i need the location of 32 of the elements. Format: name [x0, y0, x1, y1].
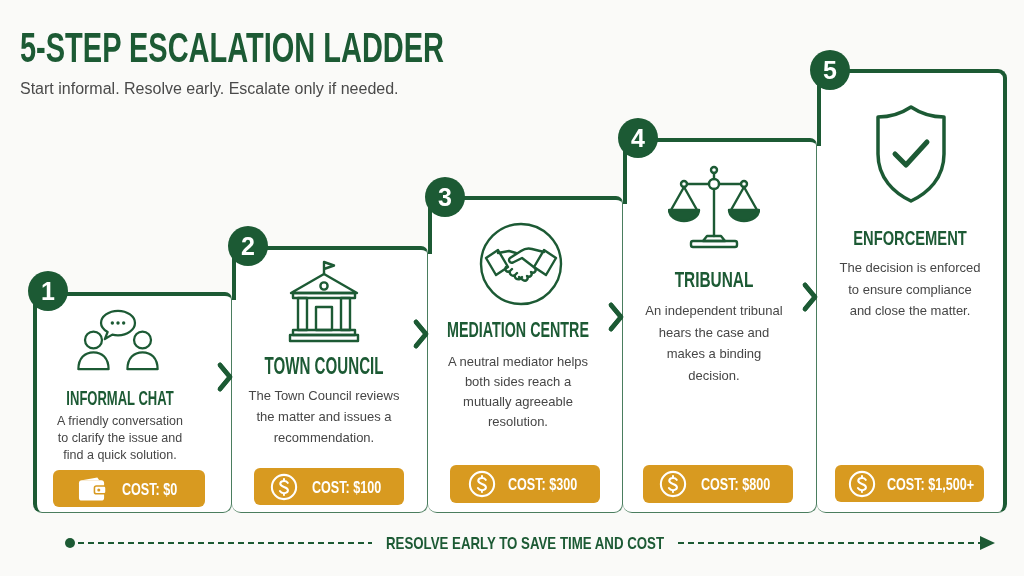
- step-title: INFORMAL CHAT: [66, 387, 174, 408]
- subtitle: Start informal. Resolve early. Escalate only if needed.: [20, 79, 399, 99]
- step-description: An independent tribunal hears the case and makes a binding decision.: [644, 302, 784, 385]
- cost-tag: [450, 465, 600, 503]
- cost-tag: [835, 465, 984, 502]
- step-title: ENFORCEMENT: [853, 227, 967, 248]
- step-description: The Town Council reviews the matter and issues a recommendation.: [247, 387, 401, 447]
- chevron-arrow: [608, 302, 624, 332]
- cost-label: COST: $1,500+: [887, 475, 975, 492]
- step-description: The decision is enforced to ensure compliance and close the matter.: [838, 259, 982, 320]
- step-number: 1: [28, 271, 68, 311]
- cost-tag: [53, 470, 205, 507]
- chevron-arrow: [802, 282, 818, 312]
- cost-label: COST: $300: [508, 475, 578, 493]
- step-number: 2: [228, 226, 268, 266]
- step-number: 5: [810, 50, 850, 90]
- cost-tag: [643, 465, 793, 503]
- footer-note: RESOLVE EARLY TO SAVE TIME AND COST: [386, 535, 664, 552]
- title: 5-STEP ESCALATION LADDER: [20, 27, 444, 69]
- step-title: TRIBUNAL: [674, 269, 754, 291]
- cost-label: COST: $100: [312, 478, 382, 495]
- chevron-arrow: [413, 319, 429, 349]
- step-description: A neutral mediator helps both sides reach a mutually agreeable resolution.: [446, 353, 590, 431]
- cost-label: COST: $0: [122, 480, 178, 497]
- chevron-arrow: [217, 362, 233, 392]
- step-description: A friendly conversation to clarify the issue and find a quick solution.: [56, 413, 184, 464]
- step-title: MEDIATION CENTRE: [447, 319, 589, 341]
- step-number: 4: [618, 118, 658, 158]
- step-title: TOWN COUNCIL: [264, 354, 384, 378]
- step-number: 3: [425, 177, 465, 217]
- cost-label: COST: $800: [701, 475, 771, 493]
- cost-tag: [254, 468, 404, 505]
